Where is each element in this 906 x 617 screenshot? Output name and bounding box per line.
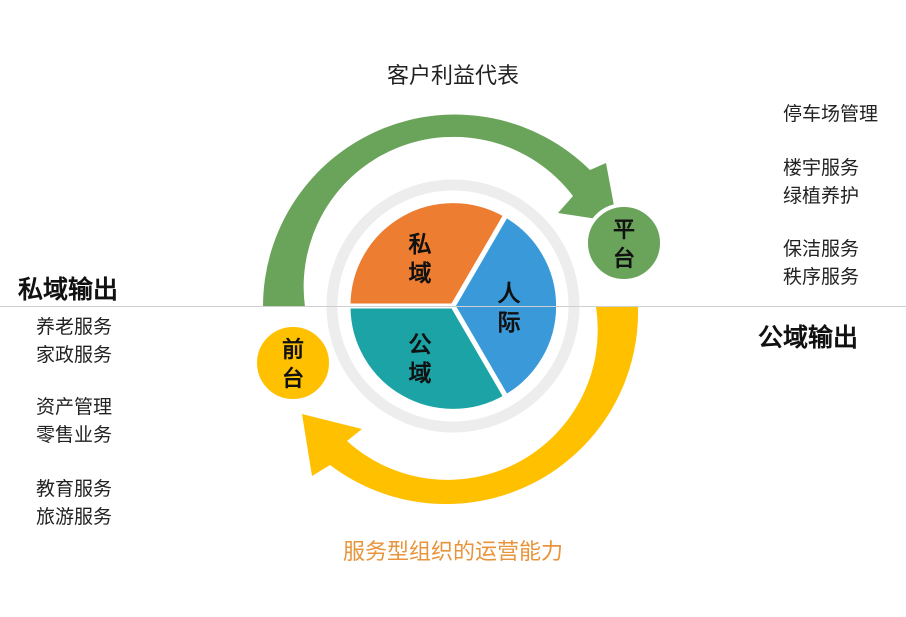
top-caption: 客户利益代表 <box>386 64 519 89</box>
private-item: 养老服务 <box>36 316 113 338</box>
segment-public-char-1: 公 <box>409 332 432 358</box>
bottom-caption: 服务型组织的运营能力 <box>342 540 563 565</box>
private-group-2: 资产管理 零售业务 <box>36 393 112 449</box>
green-arc-arrow <box>262 114 617 308</box>
platform-char-1: 平 <box>613 218 635 243</box>
public-output-title: 公域输出 <box>758 323 859 352</box>
horizontal-divider <box>0 306 906 307</box>
segment-public <box>345 303 509 414</box>
front-node <box>253 323 333 403</box>
public-item: 绿植养护 <box>783 185 860 207</box>
public-group-1: 停车场管理 <box>783 100 878 128</box>
segment-public-char-2: 域 <box>409 360 432 387</box>
front-char-1: 前 <box>282 337 304 363</box>
private-output-title: 私域输出 <box>18 275 119 304</box>
segment-interpersonal-char-1: 人 <box>498 281 522 307</box>
platform-char-2: 台 <box>613 246 635 272</box>
private-group-3: 教育服务 旅游服务 <box>36 475 112 531</box>
segment-private-char-1: 私 <box>409 232 432 258</box>
platform-node <box>584 203 664 283</box>
yellow-arc-arrow <box>302 307 639 505</box>
segment-interpersonal-char-2: 际 <box>498 310 521 336</box>
private-item: 资产管理 <box>36 396 113 418</box>
public-group-3: 保洁服务 秩序服务 <box>783 235 859 291</box>
public-item: 停车场管理 <box>783 103 879 125</box>
front-char-2: 台 <box>282 366 304 392</box>
private-item: 零售业务 <box>36 424 113 446</box>
public-item: 秩序服务 <box>783 266 860 288</box>
public-group-2: 楼宇服务 绿植养护 <box>783 154 859 210</box>
private-item: 旅游服务 <box>36 506 113 528</box>
public-item: 楼宇服务 <box>783 157 860 179</box>
segment-private-char-2: 域 <box>409 260 432 287</box>
private-item: 家政服务 <box>36 344 113 366</box>
public-item: 保洁服务 <box>783 238 860 260</box>
private-item: 教育服务 <box>36 478 113 500</box>
private-group-1: 养老服务 家政服务 <box>36 313 112 369</box>
